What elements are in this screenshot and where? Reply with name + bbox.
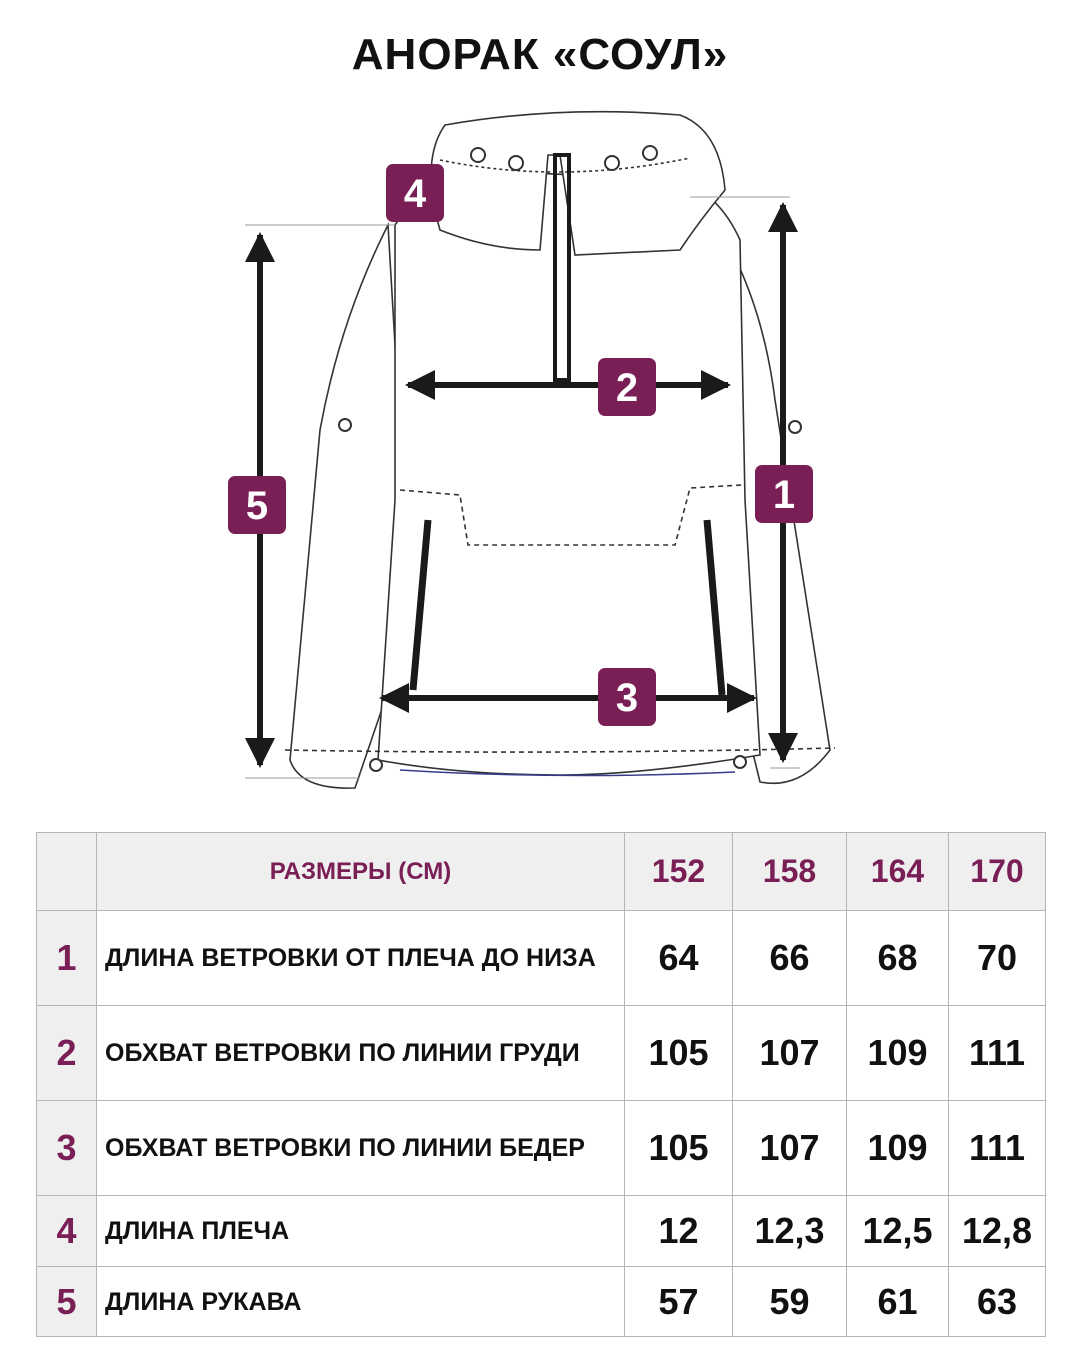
- row-index: 4: [36, 1195, 97, 1267]
- svg-text:2: 2: [616, 366, 638, 410]
- row-value: 12,8: [948, 1195, 1046, 1267]
- row-value: 12,5: [846, 1195, 949, 1267]
- row-value: 66: [732, 910, 847, 1006]
- table-row: 1 ДЛИНА ВЕТРОВКИ ОТ ПЛЕЧА ДО НИЗА 64 66 …: [36, 910, 1046, 1006]
- svg-text:4: 4: [404, 172, 427, 216]
- row-value: 111: [948, 1005, 1046, 1101]
- table-header-size: 152: [624, 832, 733, 911]
- row-value: 111: [948, 1100, 1046, 1196]
- row-label: ДЛИНА ВЕТРОВКИ ОТ ПЛЕЧА ДО НИЗА: [96, 910, 625, 1006]
- table-row: 2 ОБХВАТ ВЕТРОВКИ ПО ЛИНИИ ГРУДИ 105 107…: [36, 1005, 1046, 1101]
- page-title: АНОРАК «СОУЛ»: [351, 30, 729, 79]
- badge-1: 1: [755, 465, 813, 523]
- row-index: 1: [36, 910, 97, 1006]
- badge-4: 4: [386, 164, 444, 222]
- row-value: 61: [846, 1266, 949, 1337]
- table-row: 3 ОБХВАТ ВЕТРОВКИ ПО ЛИНИИ БЕДЕР 105 107…: [36, 1100, 1046, 1196]
- row-label: ОБХВАТ ВЕТРОВКИ ПО ЛИНИИ БЕДЕР: [96, 1100, 625, 1196]
- row-label: ОБХВАТ ВЕТРОВКИ ПО ЛИНИИ ГРУДИ: [96, 1005, 625, 1101]
- table-header-size: 170: [948, 832, 1046, 911]
- table-header-index: [36, 832, 97, 911]
- svg-text:3: 3: [616, 676, 638, 720]
- row-index: 3: [36, 1100, 97, 1196]
- row-value: 63: [948, 1266, 1046, 1337]
- row-value: 105: [624, 1100, 733, 1196]
- row-value: 57: [624, 1266, 733, 1337]
- anorak-sketch-icon: [284, 110, 836, 789]
- badge-2: 2: [598, 358, 656, 416]
- row-value: 70: [948, 910, 1046, 1006]
- row-value: 105: [624, 1005, 733, 1101]
- table-header-label: РАЗМЕРЫ (СМ): [96, 832, 625, 911]
- row-value: 109: [846, 1005, 949, 1101]
- drawcord-icon: [338, 145, 802, 772]
- size-table: РАЗМЕРЫ (СМ) 152 158 164 170 1 ДЛИНА ВЕТ…: [36, 832, 1046, 1337]
- row-index: 2: [36, 1005, 97, 1101]
- svg-text:5: 5: [246, 484, 268, 528]
- table-row: 4 ДЛИНА ПЛЕЧА 12 12,3 12,5 12,8: [36, 1195, 1046, 1267]
- row-value: 109: [846, 1100, 949, 1196]
- table-row: 5 ДЛИНА РУКАВА 57 59 61 63: [36, 1266, 1046, 1337]
- table-header-size: 158: [732, 832, 847, 911]
- table-header-size: 164: [846, 832, 949, 911]
- row-value: 68: [846, 910, 949, 1006]
- anorak-measurement-diagram: 1 2 3 4 5: [228, 110, 836, 789]
- svg-text:1: 1: [773, 473, 795, 517]
- row-value: 59: [732, 1266, 847, 1337]
- table-header-row: РАЗМЕРЫ (СМ) 152 158 164 170: [36, 832, 1046, 911]
- row-value: 107: [732, 1100, 847, 1196]
- row-value: 12,3: [732, 1195, 847, 1267]
- row-value: 12: [624, 1195, 733, 1267]
- row-label: ДЛИНА ПЛЕЧА: [96, 1195, 625, 1267]
- row-value: 107: [732, 1005, 847, 1101]
- badge-5: 5: [228, 476, 286, 534]
- row-value: 64: [624, 910, 733, 1006]
- row-label: ДЛИНА РУКАВА: [96, 1266, 625, 1337]
- row-index: 5: [36, 1266, 97, 1337]
- badge-3: 3: [598, 668, 656, 726]
